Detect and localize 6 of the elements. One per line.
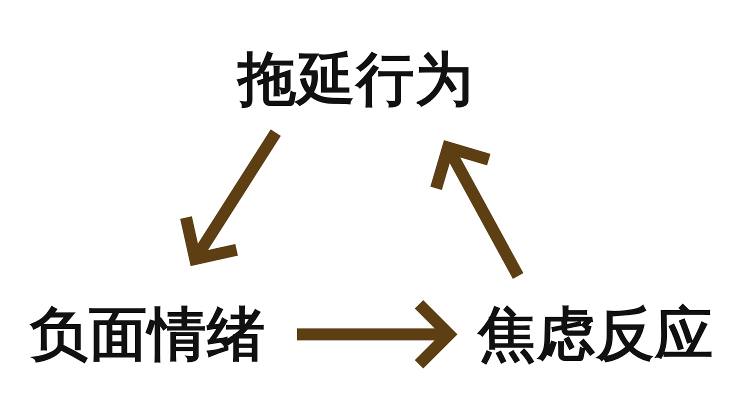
node-label: 负面情绪 xyxy=(30,303,266,366)
node-label: 拖延行为 xyxy=(238,48,474,111)
arrow xyxy=(430,142,524,279)
node-label: 焦虑反应 xyxy=(478,303,714,366)
arrow xyxy=(297,298,455,370)
arrow xyxy=(180,129,281,265)
